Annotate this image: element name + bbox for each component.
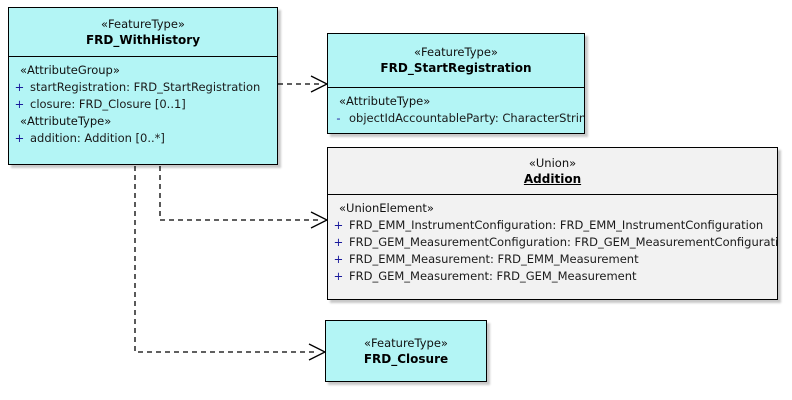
class-box-frd-withhistory[interactable]: «FeatureType» FRD_WithHistory «Attribute… bbox=[8, 7, 278, 165]
class-stereotype: «Union» bbox=[528, 155, 577, 170]
attribute-text: FRD_GEM_MeasurementConfiguration: FRD_GE… bbox=[349, 235, 778, 249]
class-name: FRD_Closure bbox=[363, 351, 449, 366]
dependency-line bbox=[159, 166, 320, 221]
attribute-group-label: «AttributeType» bbox=[20, 114, 112, 128]
open-arrowhead-icon bbox=[310, 211, 329, 229]
class-header: «FeatureType» FRD_WithHistory bbox=[9, 8, 277, 57]
visibility-marker: + bbox=[333, 269, 344, 283]
class-name: FRD_WithHistory bbox=[85, 32, 201, 47]
attribute-text: closure: FRD_Closure [0..1] bbox=[30, 97, 186, 111]
open-arrowhead-icon bbox=[310, 75, 329, 93]
visibility-marker: + bbox=[333, 252, 344, 266]
attribute-row[interactable]: + startRegistration: FRD_StartRegistrati… bbox=[9, 79, 277, 96]
attribute-text: FRD_GEM_Measurement: FRD_GEM_Measurement bbox=[349, 269, 637, 283]
attribute-row[interactable]: + addition: Addition [0..*] bbox=[9, 130, 277, 147]
visibility-marker: + bbox=[333, 235, 344, 249]
attribute-compartment: «UnionElement» + FRD_EMM_InstrumentConfi… bbox=[328, 195, 777, 289]
open-arrowhead-icon bbox=[308, 343, 327, 361]
class-stereotype: «FeatureType» bbox=[364, 335, 448, 350]
attribute-text: objectIdAccountableParty: CharacterStrin… bbox=[349, 111, 585, 125]
attribute-compartment: «AttributeGroup» + startRegistration: FR… bbox=[9, 57, 277, 151]
dependency-frd-closure[interactable] bbox=[134, 166, 327, 361]
class-stereotype: «FeatureType» bbox=[414, 45, 498, 59]
attribute-group-label: «AttributeGroup» bbox=[20, 63, 120, 77]
class-box-addition[interactable]: «Union» Addition «UnionElement» + FRD_EM… bbox=[327, 147, 778, 300]
attribute-text: FRD_EMM_Measurement: FRD_EMM_Measurement bbox=[349, 252, 639, 266]
attribute-row[interactable]: + FRD_EMM_InstrumentConfiguration: FRD_E… bbox=[328, 217, 777, 234]
attribute-text: addition: Addition [0..*] bbox=[30, 131, 165, 145]
attribute-row[interactable]: - objectIdAccountableParty: CharacterStr… bbox=[328, 110, 584, 127]
visibility-marker: + bbox=[14, 131, 25, 145]
class-box-frd-startregistration[interactable]: «FeatureType» FRD_StartRegistration «Att… bbox=[327, 33, 585, 134]
class-name: FRD_StartRegistration bbox=[380, 61, 532, 75]
visibility-marker: - bbox=[336, 111, 341, 125]
attribute-compartment: «AttributeType» - objectIdAccountablePar… bbox=[328, 88, 584, 131]
class-header: «Union» Addition bbox=[328, 148, 777, 195]
attribute-row[interactable]: + FRD_GEM_MeasurementConfiguration: FRD_… bbox=[328, 234, 777, 251]
visibility-marker: + bbox=[333, 218, 344, 232]
attribute-text: startRegistration: FRD_StartRegistration bbox=[30, 80, 261, 94]
dependency-frd-startregistration[interactable] bbox=[278, 75, 329, 93]
attribute-row[interactable]: + FRD_EMM_Measurement: FRD_EMM_Measureme… bbox=[328, 251, 777, 268]
attribute-text: FRD_EMM_InstrumentConfiguration: FRD_EMM… bbox=[349, 218, 764, 232]
visibility-marker: + bbox=[14, 97, 25, 111]
class-name: Addition bbox=[523, 171, 582, 186]
dependency-addition[interactable] bbox=[159, 166, 329, 229]
dependency-line bbox=[134, 166, 318, 353]
class-box-frd-closure[interactable]: «FeatureType» FRD_Closure bbox=[325, 320, 487, 382]
class-header: «FeatureType» FRD_Closure bbox=[326, 321, 486, 381]
class-header: «FeatureType» FRD_StartRegistration bbox=[328, 34, 584, 88]
attribute-row[interactable]: + FRD_GEM_Measurement: FRD_GEM_Measureme… bbox=[328, 268, 777, 285]
visibility-marker: + bbox=[14, 80, 25, 94]
attribute-row[interactable]: + closure: FRD_Closure [0..1] bbox=[9, 96, 277, 113]
attribute-group-label: «UnionElement» bbox=[339, 201, 434, 215]
class-stereotype: «FeatureType» bbox=[101, 16, 185, 31]
attribute-group-label: «AttributeType» bbox=[339, 94, 431, 108]
